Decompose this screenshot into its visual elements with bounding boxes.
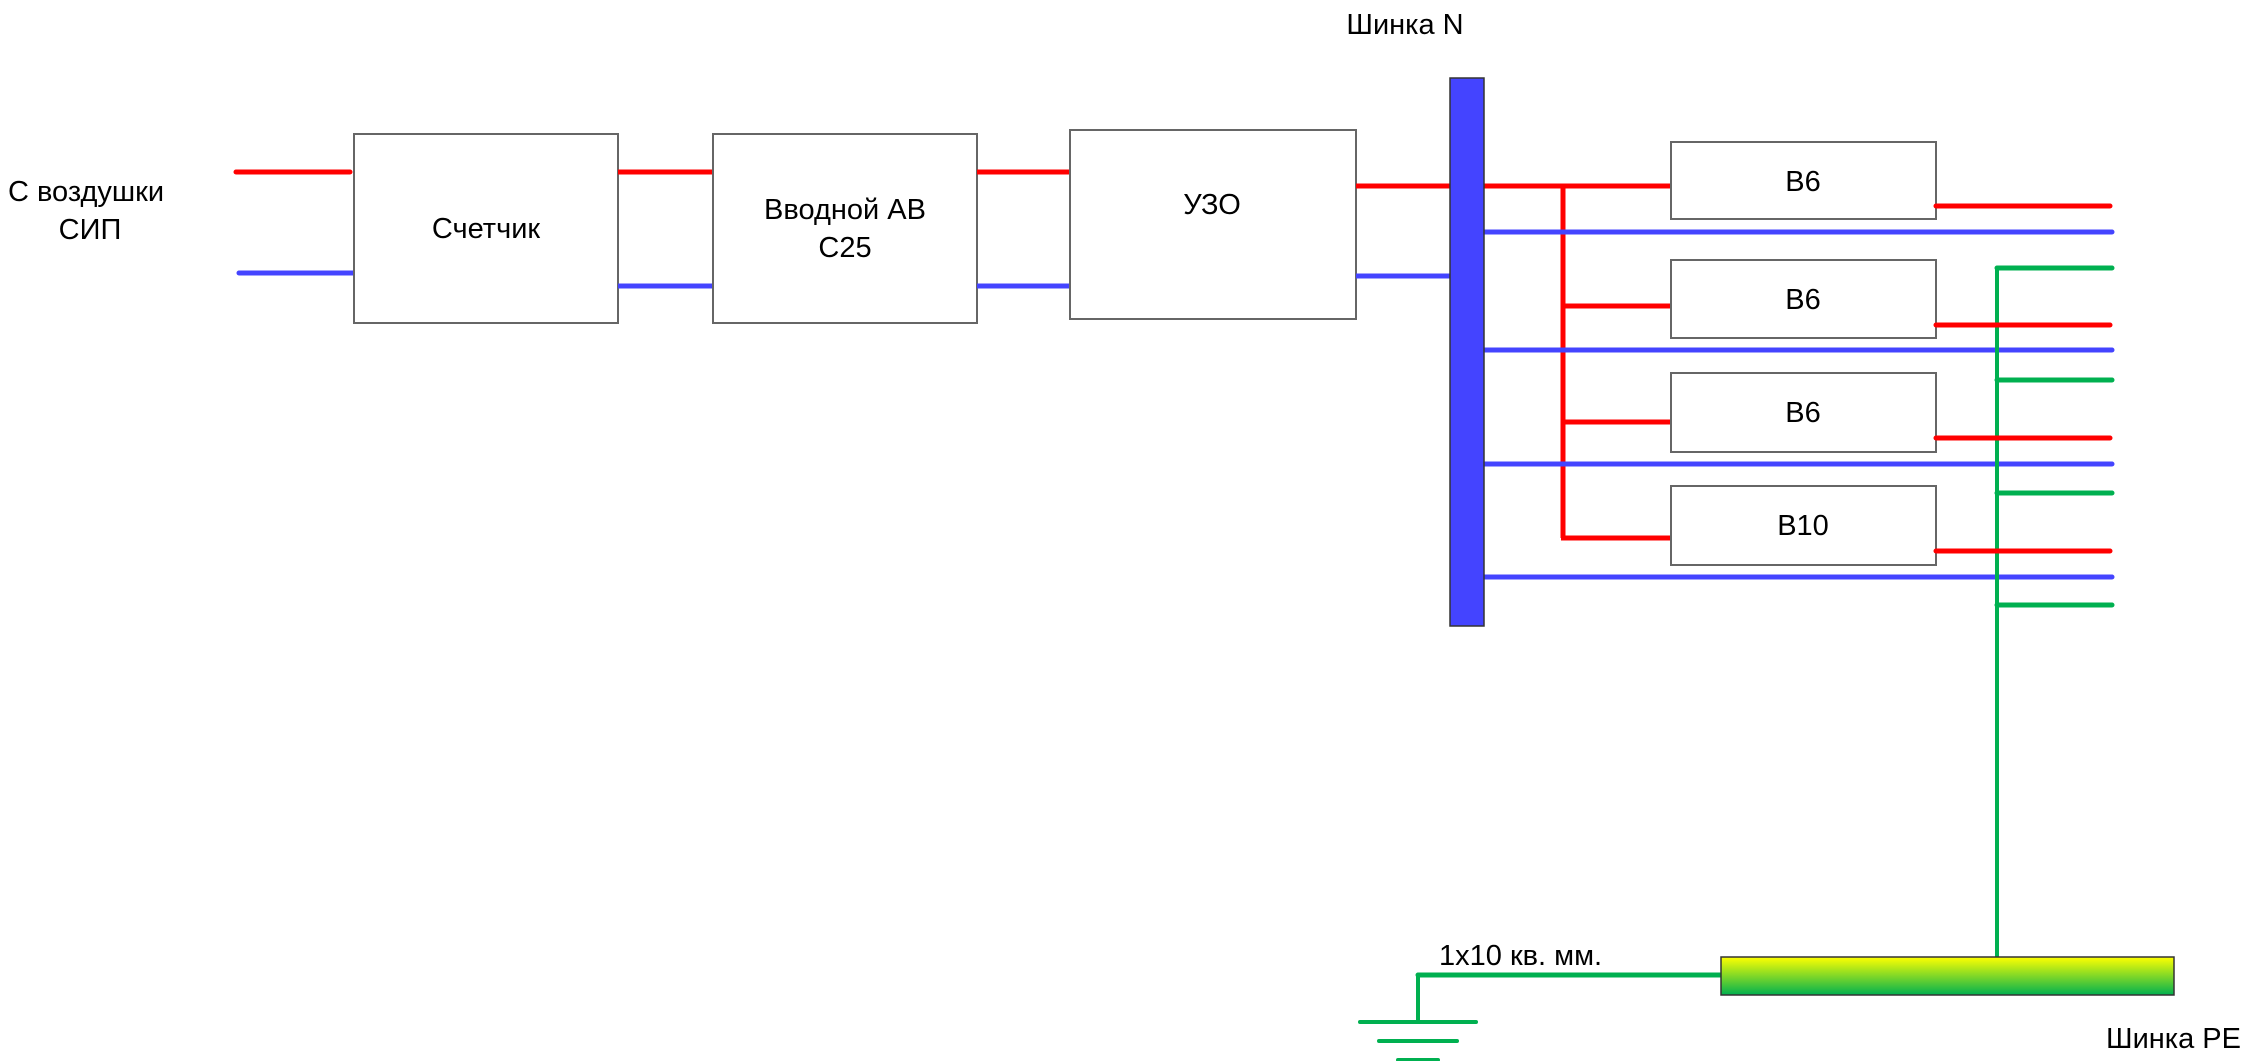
branch-breaker-3[interactable]: B6 [1670, 372, 1937, 453]
rcd-box[interactable]: УЗО [1069, 129, 1357, 320]
branch-breaker-label: B10 [1777, 510, 1829, 542]
branch-breaker-2[interactable]: B6 [1670, 259, 1937, 339]
pe-bus[interactable] [1720, 956, 2175, 996]
rcd-label: УЗО [1183, 189, 1241, 221]
n-bus[interactable] [1449, 77, 1485, 627]
main-breaker-box[interactable]: Вводной АВ С25 [712, 133, 978, 324]
branch-breaker-label: B6 [1785, 166, 1820, 198]
earth-conductor-label: 1х10 кв. мм. [1439, 940, 1602, 972]
main-breaker-label-line1: Вводной АВ [764, 194, 926, 226]
branch-breaker-1[interactable]: B6 [1670, 141, 1937, 220]
branch-breaker-4[interactable]: B10 [1670, 485, 1937, 566]
source-label-line2: СИП [59, 214, 122, 246]
branch-breaker-label: B6 [1785, 284, 1820, 316]
n-bus-label: Шинка N [1346, 9, 1463, 41]
branch-breaker-label: B6 [1785, 397, 1820, 429]
main-breaker-label-line2: С25 [818, 232, 871, 264]
meter-label: Счетчик [432, 213, 540, 245]
pe-bus-label: Шинка PE [2106, 1023, 2241, 1055]
meter-box[interactable]: Счетчик [353, 133, 619, 324]
source-label-line1: С воздушки [8, 176, 164, 208]
ground-icon [1358, 975, 1478, 1061]
